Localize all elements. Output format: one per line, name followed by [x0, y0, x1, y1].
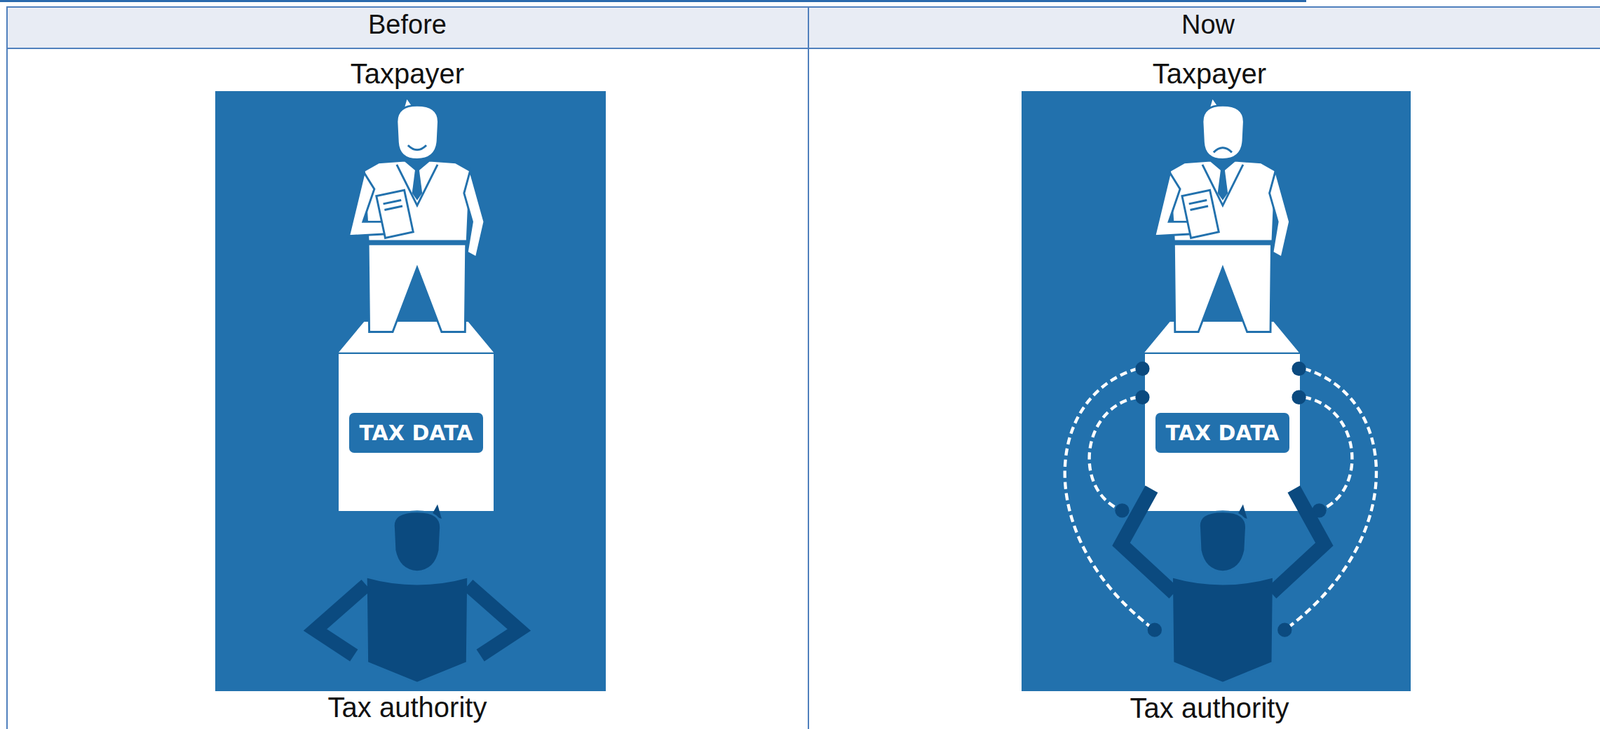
tie: [1217, 169, 1228, 201]
head: [1202, 105, 1244, 160]
box-label: TAX DATA: [349, 412, 483, 453]
column-divider: [807, 6, 810, 729]
smile-mouth: [408, 145, 427, 151]
dashed-loop: [1304, 397, 1353, 512]
panel-background: [1021, 91, 1411, 692]
head: [393, 511, 441, 573]
tab: [1311, 503, 1326, 518]
document: [1182, 190, 1219, 238]
tie: [412, 169, 423, 201]
role-label: Taxpayer: [1152, 59, 1267, 88]
head: [1198, 511, 1246, 573]
box-label: TAX DATA: [1155, 412, 1289, 453]
torso: [1171, 577, 1274, 683]
legs: [1173, 243, 1272, 332]
tab: [1277, 622, 1292, 637]
dashed-loop: [1089, 397, 1138, 512]
head: [396, 105, 439, 160]
document: [376, 190, 414, 238]
role-label: Taxpayer: [350, 59, 465, 88]
column-header: Before: [368, 11, 447, 38]
right-arm: [1269, 171, 1291, 259]
tax-data-box: TAX DATA: [338, 354, 494, 512]
role-label: Tax authority: [1130, 694, 1290, 723]
torso: [365, 577, 468, 683]
table-header-row: [7, 7, 1600, 50]
right-arm: [464, 171, 485, 259]
legs: [368, 243, 467, 332]
taxpayer-figure: [349, 99, 485, 333]
right-arm: [468, 585, 520, 656]
tax-authority-figure: [1121, 489, 1325, 684]
tax-data-box: TAX DATA: [1144, 354, 1300, 512]
frown-mouth: [1213, 147, 1232, 153]
left-arm: [315, 585, 367, 656]
tab: [1147, 622, 1162, 637]
panel-background: [215, 91, 606, 692]
top-rule: [0, 0, 1307, 3]
tab: [1114, 503, 1129, 518]
box-lid: [338, 321, 494, 353]
box-lid: [1144, 321, 1299, 353]
taxpayer-figure: [1154, 99, 1291, 333]
role-label: Tax authority: [328, 693, 488, 722]
tax-authority-figure: [315, 504, 520, 684]
dashed-loop: [1065, 368, 1155, 631]
column-header: Now: [1181, 11, 1235, 38]
